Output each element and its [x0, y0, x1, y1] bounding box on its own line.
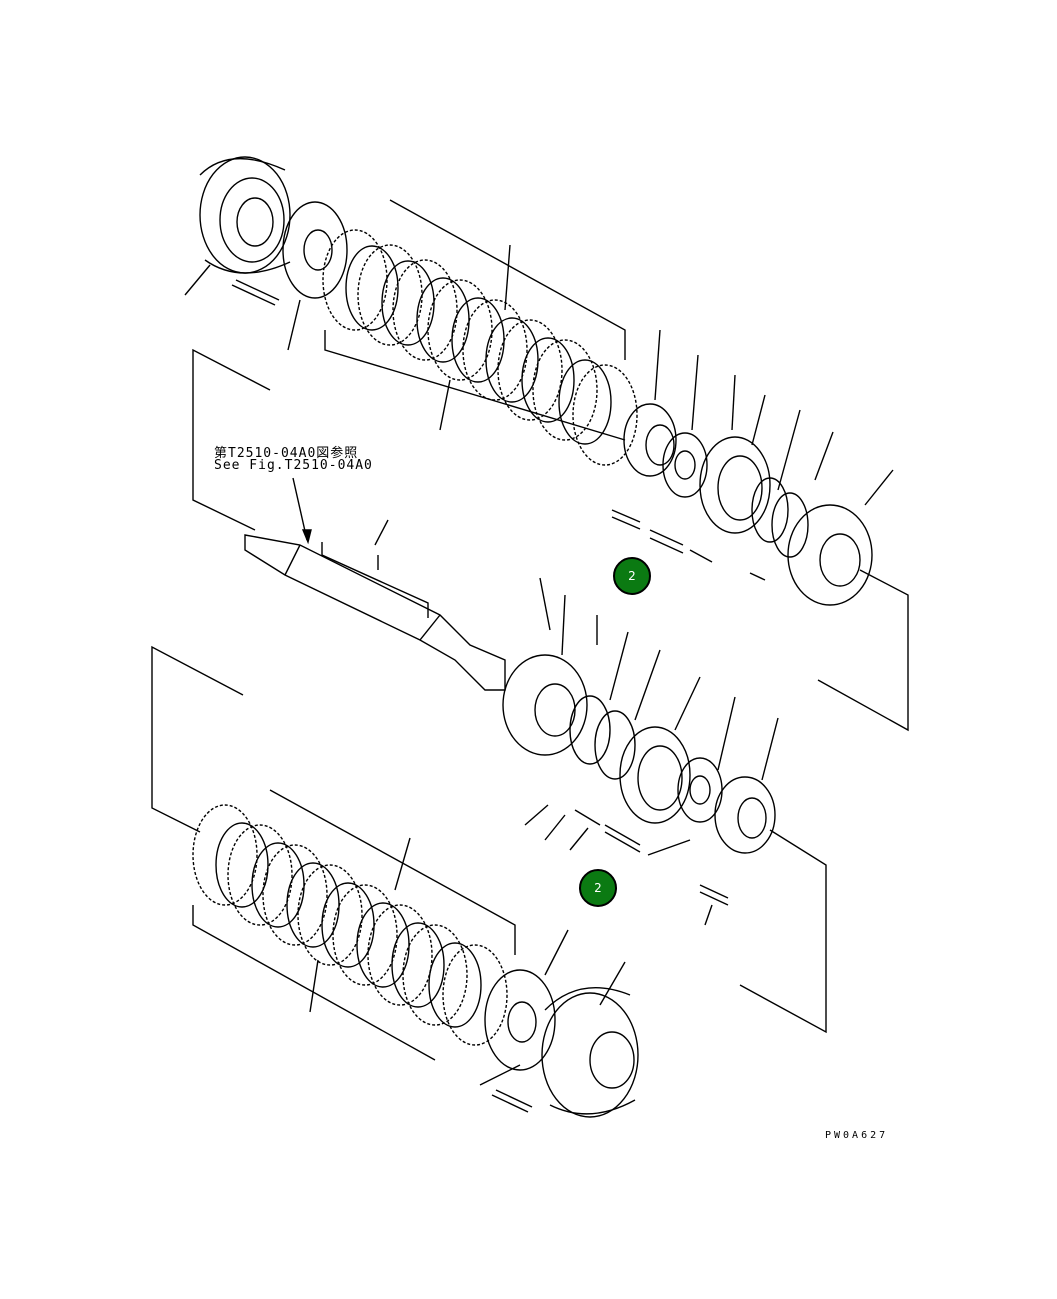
shaft: [244, 534, 506, 691]
lower-clutch-bolt: [479, 1064, 533, 1113]
lower-friction-discs: [192, 804, 508, 1046]
lower-seal-rings: [569, 695, 636, 780]
callout-label: 2: [594, 881, 602, 895]
upper-bracket-right: [817, 569, 909, 732]
reference-text-jp: 第T2510-04A0図参照: [214, 446, 359, 461]
upper-leader-lines: [184, 264, 894, 506]
lower-callout-link: [647, 839, 691, 856]
lower-group-brackets: [192, 789, 516, 1061]
upper-bracket-left: [192, 348, 271, 531]
callout-2-upper[interactable]: 2: [613, 557, 651, 595]
upper-gear-hub: [623, 403, 677, 477]
lower-leader-lines: [309, 577, 779, 1013]
callout-2-lower[interactable]: 2: [579, 869, 617, 907]
lower-separator-discs: [215, 822, 482, 1028]
reference-text-en: See Fig.T2510-04A0: [214, 458, 373, 473]
lower-clutch-housing: [541, 987, 639, 1118]
upper-clutch-piston-plate: [282, 201, 348, 299]
upper-separator-discs: [345, 245, 612, 445]
upper-piston: [699, 436, 771, 534]
upper-friction-discs: [322, 229, 638, 466]
reference-arrowhead: [301, 529, 312, 545]
callout-label: 2: [628, 569, 636, 583]
lower-bracket-left: [151, 645, 244, 833]
lower-gear-hub: [714, 776, 776, 854]
lower-piston: [619, 726, 691, 824]
upper-group-brackets: [324, 199, 626, 441]
upper-cylinder: [787, 504, 873, 606]
figure-code: PW0A627: [825, 1130, 889, 1141]
lower-piston-plate: [484, 969, 556, 1071]
lower-cylinder: [502, 654, 588, 756]
upper-clutch-bolt: [231, 279, 280, 306]
upper-thrust-washer: [662, 432, 708, 498]
shaft-plug-leader: [374, 519, 389, 546]
upper-spring-pins: [611, 509, 766, 581]
upper-clutch-housing: [199, 156, 291, 274]
lower-bracket-right: [739, 829, 827, 1034]
upper-seal-rings: [751, 477, 809, 558]
lower-small-parts: [524, 804, 729, 926]
